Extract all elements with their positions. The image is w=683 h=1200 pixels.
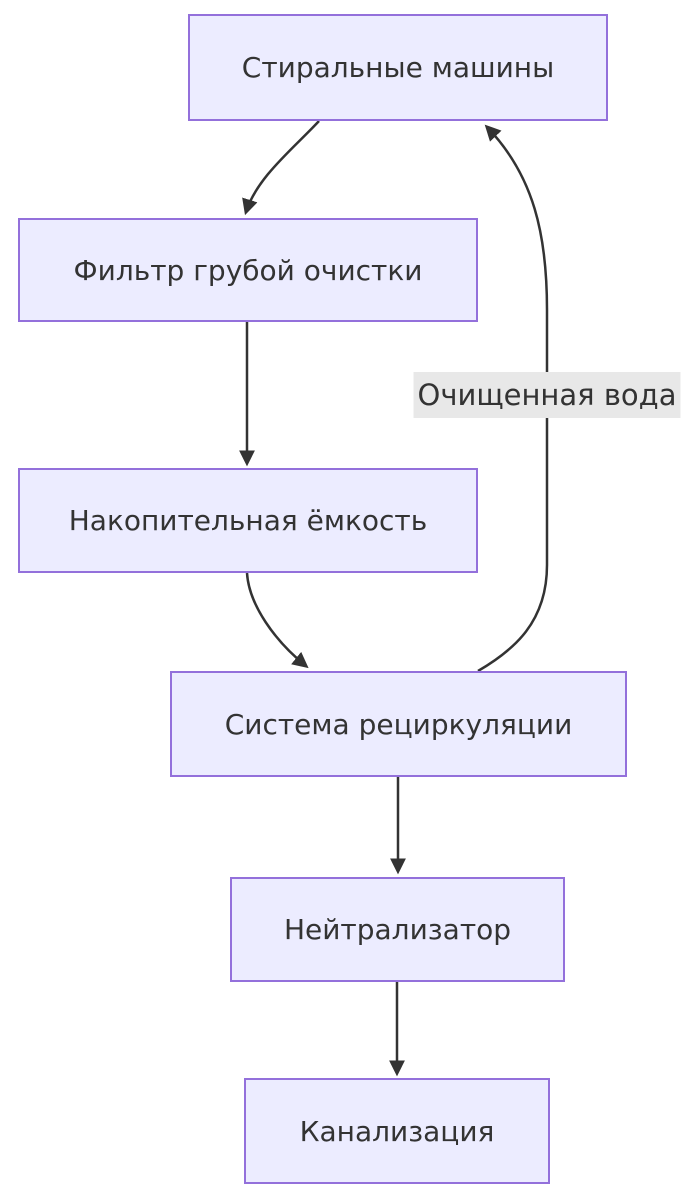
edge-label-purified-water: Очищенная вода <box>413 372 681 418</box>
node-storage-tank: Накопительная ёмкость <box>18 468 478 573</box>
node-coarse-filter: Фильтр грубой очистки <box>18 218 478 322</box>
edge-washing-machines-to-coarse-filter <box>242 120 320 216</box>
node-neutralizer: Нейтрализатор <box>230 877 565 982</box>
node-recirculation-system: Система рециркуляции <box>170 671 627 777</box>
node-washing-machines: Стиральные машины <box>188 14 608 121</box>
node-sewerage: Канализация <box>244 1078 550 1184</box>
edge-storage-tank-to-recirculation <box>245 572 309 669</box>
edge-recirculation-to-washing-machines <box>477 124 549 673</box>
